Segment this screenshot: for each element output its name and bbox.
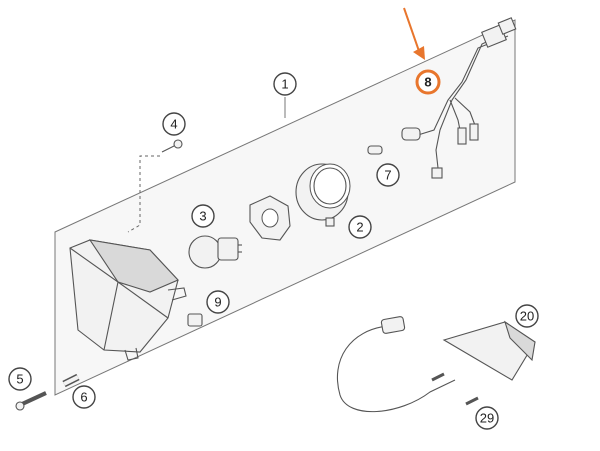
callout-6: 6 xyxy=(72,385,96,409)
callout-8-label: 8 xyxy=(424,75,431,90)
wiring-harness xyxy=(401,17,517,179)
screw-part-5 xyxy=(15,391,47,411)
headlight-housing xyxy=(69,239,187,361)
callout-4-label: 4 xyxy=(170,117,177,132)
screw-part-4 xyxy=(127,139,183,233)
clip-part-9 xyxy=(187,313,203,327)
callout-7-label: 7 xyxy=(384,168,391,183)
callout-6-label: 6 xyxy=(80,390,87,405)
callout-3: 3 xyxy=(191,204,215,228)
callout-29: 29 xyxy=(475,406,499,430)
callout-7: 7 xyxy=(376,163,400,187)
callout-2-label: 2 xyxy=(356,220,363,235)
spacer-part-6 xyxy=(62,373,80,388)
bulb-holder-clip xyxy=(249,195,291,241)
callout-29-label: 29 xyxy=(480,411,494,426)
callout-1: 1 xyxy=(273,72,297,96)
callout-2: 2 xyxy=(348,215,372,239)
callout-5: 5 xyxy=(8,367,32,391)
parking-bulb xyxy=(367,145,383,155)
callout-8: 8 xyxy=(415,69,441,95)
callout-3-label: 3 xyxy=(199,209,206,224)
callout-9-label: 9 xyxy=(214,295,221,310)
callout-9: 9 xyxy=(206,290,230,314)
callout-5-label: 5 xyxy=(16,372,23,387)
callout-20: 20 xyxy=(515,304,539,328)
bracket-part-20 xyxy=(431,320,536,406)
callout-4: 4 xyxy=(162,112,186,136)
cable-part xyxy=(336,316,456,413)
highlight-arrow xyxy=(403,7,425,60)
callout-1-label: 1 xyxy=(281,77,288,92)
rubber-boot xyxy=(295,163,351,227)
callout-20-label: 20 xyxy=(520,309,534,324)
bulb-part xyxy=(188,235,242,269)
